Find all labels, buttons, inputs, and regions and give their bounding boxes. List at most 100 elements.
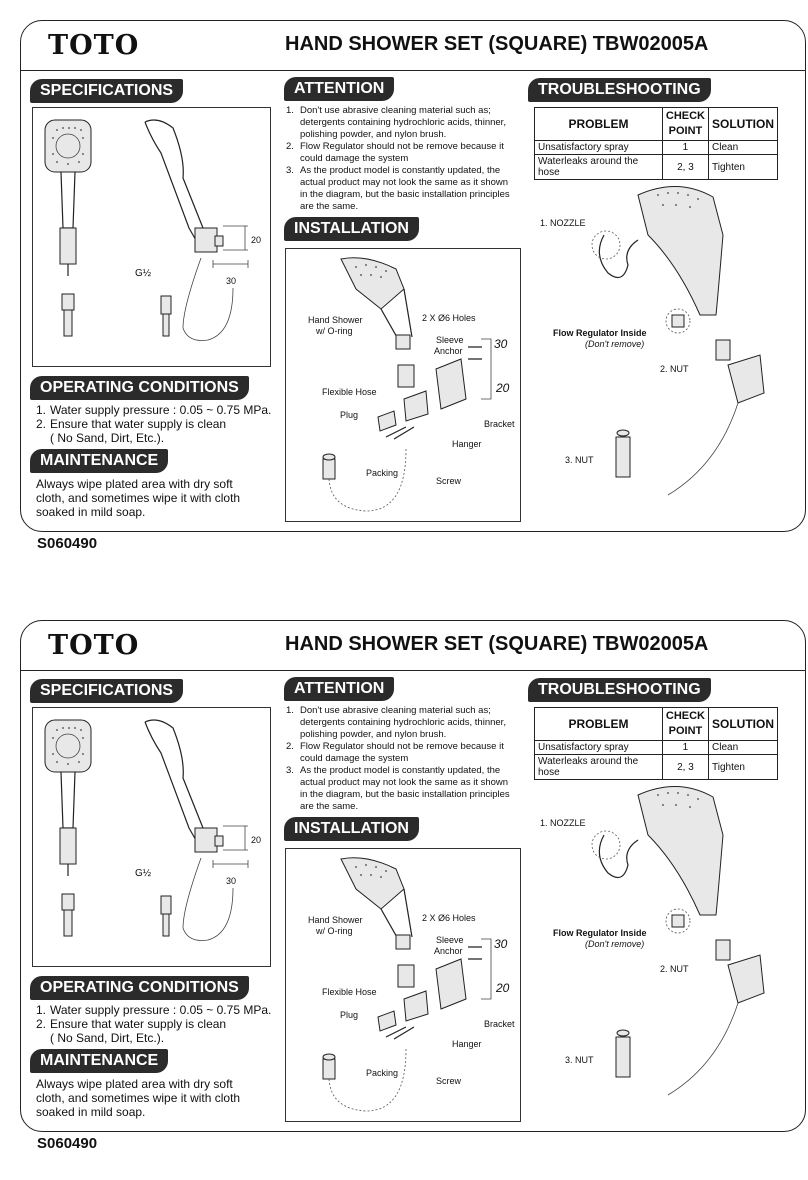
dimension-20-label: 20 [251, 235, 262, 245]
label-hand-shower: Hand Shower [308, 315, 363, 325]
table-header-solution: SOLUTION [708, 107, 778, 141]
troubleshooting-table: PROBLEM CHECK POINT SOLUTION Unsatisfact… [534, 707, 778, 780]
maintenance-text: Always wipe plated area with dry soft cl… [36, 1077, 241, 1119]
label-dim-20: 20 [496, 981, 510, 995]
specifications-diagram [44, 719, 249, 941]
label-plug: Plug [340, 410, 359, 420]
troubleshooting-diagram [591, 186, 765, 496]
attention-item: 2.Flow Regulator should not be remove be… [286, 141, 504, 164]
label-flow-regulator: Flow Regulator Inside [553, 328, 647, 338]
attention-item: 1.Don't use abrasive cleaning material s… [286, 705, 506, 740]
table-header-solution: SOLUTION [708, 707, 778, 741]
operating-condition-item: 2.Ensure that water supply is clean [36, 417, 227, 431]
table-header-problem: PROBLEM [534, 707, 663, 741]
instruction-sheet-top: TOTO HAND SHOWER SET (SQUARE) TBW02005A … [0, 0, 808, 580]
label-holes: 2 X Ø6 Holes [422, 313, 476, 323]
page-title: HAND SHOWER SET (SQUARE) TBW02005A [285, 633, 709, 655]
installation-diagram [322, 257, 492, 512]
label-hanger: Hanger [452, 439, 482, 449]
header-divider [20, 70, 806, 71]
maintenance-text: Always wipe plated area with dry soft cl… [36, 477, 241, 519]
label-flexible-hose: Flexible Hose [322, 387, 377, 397]
operating-conditions-header: OPERATING CONDITIONS [30, 376, 249, 400]
dimension-30-label: 30 [226, 876, 237, 886]
operating-condition-item: ( No Sand, Dirt, Etc.). [50, 1031, 165, 1045]
label-dont-remove: (Don't remove) [585, 339, 645, 349]
label-flexible-hose: Flexible Hose [322, 987, 377, 997]
thread-size-label: G½ [135, 868, 152, 879]
label-sleeve: Sleeve [436, 335, 464, 345]
label-bracket: Bracket [484, 1019, 515, 1029]
troubleshooting-header: TROUBLESHOOTING [528, 678, 711, 702]
label-anchor: Anchor [434, 346, 463, 356]
troubleshooting-header: TROUBLESHOOTING [528, 78, 711, 102]
label-o-ring: w/ O-ring [316, 926, 353, 936]
document-code: S060490 [37, 535, 98, 552]
label-sleeve: Sleeve [436, 935, 464, 945]
operating-conditions-list: 1.Water supply pressure : 0.05 ~ 0.75 MP… [36, 403, 276, 445]
table-header-problem: PROBLEM [534, 107, 663, 141]
toto-logo: TOTO [48, 30, 140, 61]
label-nozzle: 1. NOZZLE [540, 818, 586, 828]
attention-header: ATTENTION [284, 677, 395, 701]
specifications-diagram [44, 119, 249, 341]
label-dim-20: 20 [496, 381, 510, 395]
label-nut-3: 3. NUT [565, 1055, 594, 1065]
label-flow-regulator: Flow Regulator Inside [553, 928, 647, 938]
installation-diagram [322, 857, 492, 1112]
label-packing: Packing [366, 468, 399, 478]
troubleshooting-table: PROBLEM CHECK POINT SOLUTION Unsatisfact… [534, 107, 778, 180]
attention-list: 1.Don't use abrasive cleaning material s… [286, 105, 518, 213]
maintenance-header: MAINTENANCE [30, 1049, 169, 1073]
attention-list: 1.Don't use abrasive cleaning material s… [286, 705, 518, 813]
installation-diagram-box: Hand Shower w/ O-ring 2 X Ø6 Holes Sleev… [285, 248, 521, 522]
operating-condition-item: 2.Ensure that water supply is clean [36, 1017, 227, 1031]
label-anchor: Anchor [434, 946, 463, 956]
label-packing: Packing [366, 1068, 399, 1078]
label-nut-2: 2. NUT [660, 964, 689, 974]
label-screw: Screw [436, 476, 462, 486]
table-row: Unsatisfactory spray 1 Clean [534, 140, 778, 155]
operating-condition-item: 1.Water supply pressure : 0.05 ~ 0.75 MP… [36, 403, 272, 417]
installation-diagram-box: Hand Shower w/ O-ring 2 X Ø6 Holes Sleev… [285, 848, 521, 1122]
label-bracket: Bracket [484, 419, 515, 429]
troubleshooting-diagram [591, 786, 765, 1096]
label-nut-3: 3. NUT [565, 455, 594, 465]
attention-item: 3.As the product model is constantly upd… [286, 165, 510, 212]
toto-logo: TOTO [48, 630, 140, 661]
label-nozzle: 1. NOZZLE [540, 218, 586, 228]
attention-item: 1.Don't use abrasive cleaning material s… [286, 105, 506, 140]
installation-header: INSTALLATION [284, 217, 419, 241]
document-code: S060490 [37, 1135, 98, 1152]
thread-size-label: G½ [135, 268, 152, 279]
table-header-check-point: CHECK POINT [661, 707, 710, 741]
label-holes: 2 X Ø6 Holes [422, 913, 476, 923]
operating-conditions-header: OPERATING CONDITIONS [30, 976, 249, 1000]
label-dim-30: 30 [494, 337, 508, 351]
specifications-header: SPECIFICATIONS [30, 679, 184, 703]
label-dont-remove: (Don't remove) [585, 939, 645, 949]
sheet-frame [20, 620, 806, 1132]
table-row: Waterleaks around the hose 2, 3 Tighten [534, 154, 778, 180]
attention-item: 2.Flow Regulator should not be remove be… [286, 741, 504, 764]
header-divider [20, 670, 806, 671]
operating-condition-item: 1.Water supply pressure : 0.05 ~ 0.75 MP… [36, 1003, 272, 1017]
maintenance-header: MAINTENANCE [30, 449, 169, 473]
specifications-diagram-box: G½ 20 30 [32, 107, 271, 367]
operating-conditions-list: 1.Water supply pressure : 0.05 ~ 0.75 MP… [36, 1003, 276, 1045]
attention-item: 3.As the product model is constantly upd… [286, 765, 510, 812]
label-screw: Screw [436, 1076, 462, 1086]
attention-header: ATTENTION [284, 77, 395, 101]
sheet-frame [20, 20, 806, 532]
label-hanger: Hanger [452, 1039, 482, 1049]
specifications-header: SPECIFICATIONS [30, 79, 184, 103]
table-row: Waterleaks around the hose 2, 3 Tighten [534, 754, 778, 780]
label-dim-30: 30 [494, 937, 508, 951]
operating-condition-item: ( No Sand, Dirt, Etc.). [50, 431, 165, 445]
label-o-ring: w/ O-ring [316, 326, 353, 336]
dimension-20-label: 20 [251, 835, 262, 845]
label-hand-shower: Hand Shower [308, 915, 363, 925]
instruction-sheet-bottom: TOTO HAND SHOWER SET (SQUARE) TBW02005A … [0, 600, 808, 1180]
dimension-30-label: 30 [226, 276, 237, 286]
specifications-diagram-box: G½ 20 30 [32, 707, 271, 967]
